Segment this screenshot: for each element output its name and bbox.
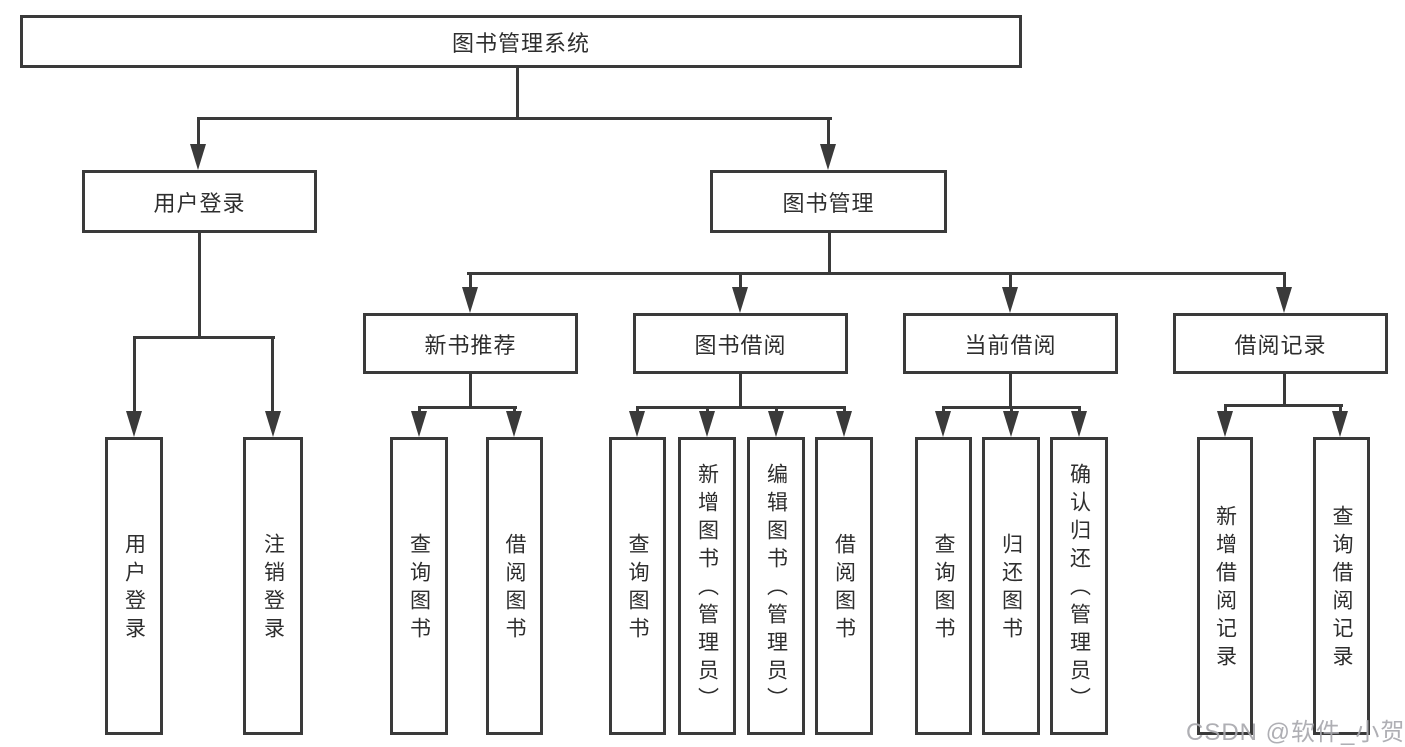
connector-line (271, 336, 274, 414)
connector-arrowhead (190, 144, 206, 170)
connector-arrowhead (768, 411, 784, 437)
connector-line (739, 374, 742, 408)
connector-line (828, 233, 831, 274)
connector-line (1009, 374, 1012, 408)
node-user-login: 用户登录 (82, 170, 317, 233)
connector-arrowhead (1217, 411, 1233, 437)
connector-line (1009, 272, 1012, 289)
leaf-borrow-query-books: 查询图书 (609, 437, 666, 735)
connector-arrowhead (265, 411, 281, 437)
node-root: 图书管理系统 (20, 15, 1022, 68)
connector-line (1224, 404, 1343, 407)
node-current-borrow: 当前借阅 (903, 313, 1118, 374)
connector-arrowhead (506, 411, 522, 437)
connector-arrowhead (1332, 411, 1348, 437)
leaf-user-login: 用户登录 (105, 437, 163, 735)
leaf-logout: 注销登录 (243, 437, 303, 735)
connector-arrowhead (411, 411, 427, 437)
connector-line (706, 406, 709, 414)
connector-line (1283, 374, 1286, 406)
connector-line (1283, 272, 1286, 289)
leaf-add-borrow-record: 新增借阅记录 (1197, 437, 1253, 735)
leaf-edit-books-admin: 编辑图书（管理员） (747, 437, 805, 735)
connector-arrowhead (732, 287, 748, 313)
connector-line (198, 233, 201, 338)
connector-line (197, 117, 832, 120)
leaf-return-books: 归还图书 (982, 437, 1040, 735)
connector-line (133, 336, 275, 339)
connector-line (469, 374, 472, 408)
leaf-add-books-admin: 新增图书（管理员） (678, 437, 736, 735)
connector-line (636, 406, 846, 409)
connector-line (418, 406, 517, 409)
leaf-query-borrow-record: 查询借阅记录 (1313, 437, 1370, 735)
connector-arrowhead (836, 411, 852, 437)
connector-line (843, 406, 846, 414)
connector-line (1224, 404, 1227, 413)
connector-line (1339, 404, 1342, 413)
connector-arrowhead (629, 411, 645, 437)
connector-arrowhead (1071, 411, 1087, 437)
connector-line (516, 68, 519, 118)
leaf-borrow-books: 借阅图书 (815, 437, 873, 735)
connector-line (775, 406, 778, 414)
connector-line (197, 117, 200, 147)
node-book-management: 图书管理 (710, 170, 947, 233)
leaf-recommend-borrow-books: 借阅图书 (486, 437, 543, 735)
connector-arrowhead (462, 287, 478, 313)
leaf-confirm-return-admin: 确认归还（管理员） (1050, 437, 1108, 735)
leaf-current-query-books: 查询图书 (915, 437, 972, 735)
csdn-watermark: CSDN @软件_小贺同学 (1186, 719, 1405, 746)
connector-arrowhead (1003, 411, 1019, 437)
connector-line (1078, 406, 1081, 414)
node-borrow-records: 借阅记录 (1173, 313, 1388, 374)
leaf-recommend-query-books: 查询图书 (390, 437, 448, 735)
connector-line (513, 406, 516, 414)
connector-arrowhead (1002, 287, 1018, 313)
connector-arrowhead (935, 411, 951, 437)
connector-line (469, 272, 472, 289)
connector-line (133, 336, 136, 414)
connector-arrowhead (820, 144, 836, 170)
node-book-borrow: 图书借阅 (633, 313, 848, 374)
connector-line (942, 406, 945, 414)
connector-arrowhead (699, 411, 715, 437)
connector-line (739, 272, 742, 289)
connector-arrowhead (126, 411, 142, 437)
connector-line (636, 406, 639, 414)
connector-line (827, 117, 830, 147)
connector-line (1010, 406, 1013, 414)
node-new-book-recommend: 新书推荐 (363, 313, 578, 374)
connector-arrowhead (1276, 287, 1292, 313)
connector-line (418, 406, 421, 414)
connector-line (467, 272, 1286, 275)
